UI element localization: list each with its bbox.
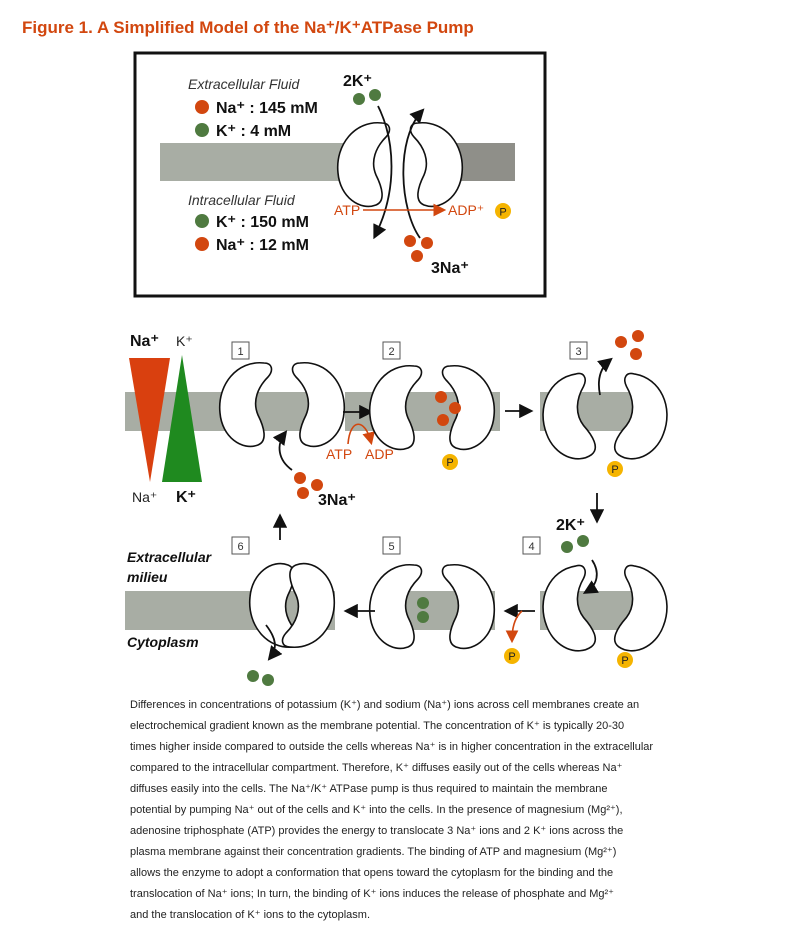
intracellular-label: Intracellular Fluid: [188, 192, 296, 208]
caption-line: potential by pumping Na⁺ out of the cell…: [130, 804, 623, 816]
potassium-label: 2K⁺: [343, 73, 372, 90]
int-potassium-conc: K⁺ : 150 mM: [216, 214, 309, 231]
overview-panel: Extracellular Fluid Na⁺ : 145 mM K⁺ : 4 …: [133, 51, 547, 298]
atp-label: ATP: [326, 446, 352, 462]
adp-label: ADP⁺: [448, 202, 484, 218]
phosphate-label: P: [446, 457, 453, 469]
sodium-ion: [294, 472, 306, 484]
sodium-ion: [297, 487, 309, 499]
potassium-ion: [369, 89, 381, 101]
gradient-na-top: Na⁺: [130, 333, 159, 350]
gradient-k-bottom: K⁺: [176, 489, 196, 506]
phosphate-icon: [617, 652, 633, 668]
potassium-ion: [417, 597, 429, 609]
potassium-gradient: [162, 355, 202, 482]
extracellular-label: Extracellular Fluid: [188, 76, 300, 92]
gradient-na-bottom: Na⁺: [132, 489, 157, 505]
step-4: 4: [522, 536, 541, 555]
step-1: 1: [231, 341, 250, 360]
potassium-ion: [247, 670, 259, 682]
extracellular-label: Extracellular: [127, 549, 213, 565]
potassium-ion: [353, 93, 365, 105]
potassium-ion: [577, 535, 589, 547]
phosphate-icon: [607, 461, 623, 477]
membrane: [160, 143, 350, 181]
svg-text:1: 1: [237, 346, 243, 358]
phosphate-icon: [504, 648, 520, 664]
milieu-label: milieu: [127, 569, 168, 585]
caption-line: translocation of Na⁺ ions; In turn, the …: [130, 888, 614, 900]
ext-potassium-conc: K⁺ : 4 mM: [216, 123, 291, 140]
caption-line: times higher inside compared to outside …: [130, 741, 653, 753]
pump-cycle: Na⁺ K⁺ Na⁺ K⁺ 1 2 3 4 5 6 3Na⁺ ATP ADP P: [125, 330, 678, 686]
potassium-arrow: [265, 624, 283, 661]
step-6: 6: [231, 536, 250, 555]
svg-text:6: 6: [237, 541, 243, 553]
potassium-ion: [561, 541, 573, 553]
sodium-arrow: [272, 430, 293, 471]
sodium-ion: [404, 235, 416, 247]
step-3: 3: [569, 341, 588, 360]
step-5: 5: [382, 536, 401, 555]
svg-text:2: 2: [388, 346, 394, 358]
potassium-ion: [195, 214, 209, 228]
sodium-ion: [632, 330, 644, 342]
potassium-ion: [195, 123, 209, 137]
caption-line: Differences in concentrations of potassi…: [130, 699, 639, 711]
caption-line: diffuses easily into the cells. The Na⁺/…: [130, 783, 608, 795]
sodium-arrow: [597, 357, 613, 396]
svg-text:5: 5: [388, 541, 394, 553]
sodium-ion: [435, 391, 447, 403]
int-sodium-conc: Na⁺ : 12 mM: [216, 237, 309, 254]
sodium-ion: [630, 348, 642, 360]
caption-line: and the translocation of K⁺ ions to the …: [130, 909, 370, 921]
potassium-label: 2K⁺: [556, 517, 585, 534]
potassium-arrow: [373, 105, 393, 240]
phosphate-label: P: [499, 207, 506, 219]
potassium-arrow: [582, 559, 599, 594]
svg-text:3: 3: [575, 346, 581, 358]
caption-line: adenosine triphosphate (ATP) provides th…: [130, 825, 623, 837]
atp-label: ATP: [334, 202, 360, 218]
potassium-ion: [262, 674, 274, 686]
ext-sodium-conc: Na⁺ : 145 mM: [216, 100, 318, 117]
sodium-ion: [615, 336, 627, 348]
sodium-label: 3Na⁺: [431, 260, 469, 277]
phosphate-label: P: [621, 655, 628, 667]
phosphate-label: P: [611, 464, 618, 476]
adp-label: ADP: [365, 446, 394, 462]
sodium-ion: [311, 479, 323, 491]
phosphate-release-arrow: [505, 610, 523, 644]
cytoplasm-label: Cytoplasm: [127, 634, 199, 650]
svg-text:4: 4: [528, 541, 534, 553]
phosphate-label: P: [508, 651, 515, 663]
phosphate-icon: [495, 203, 511, 219]
sodium-ion: [195, 100, 209, 114]
caption-line: electrochemical gradient known as the me…: [130, 720, 624, 732]
sodium-ion: [437, 414, 449, 426]
atp-arrow: [347, 423, 375, 446]
caption-line: compared to the intracellular compartmen…: [130, 762, 623, 774]
sodium-ion: [411, 250, 423, 262]
figure-title: Figure 1. A Simplified Model of the Na⁺/…: [22, 18, 474, 37]
sodium-gradient: [129, 358, 170, 482]
caption: Differences in concentrations of potassi…: [130, 699, 653, 921]
sodium-ion: [421, 237, 433, 249]
phosphate-icon: [442, 454, 458, 470]
sodium-label: 3Na⁺: [318, 492, 356, 509]
step-2: 2: [382, 341, 401, 360]
sodium-ion: [449, 402, 461, 414]
caption-line: plasma membrane against their concentrat…: [130, 846, 616, 858]
gradient-k-top: K⁺: [176, 333, 193, 349]
potassium-ion: [417, 611, 429, 623]
sodium-ion: [195, 237, 209, 251]
sodium-arrow: [402, 108, 425, 239]
caption-line: allows the enzyme to adopt a conformatio…: [130, 867, 613, 879]
